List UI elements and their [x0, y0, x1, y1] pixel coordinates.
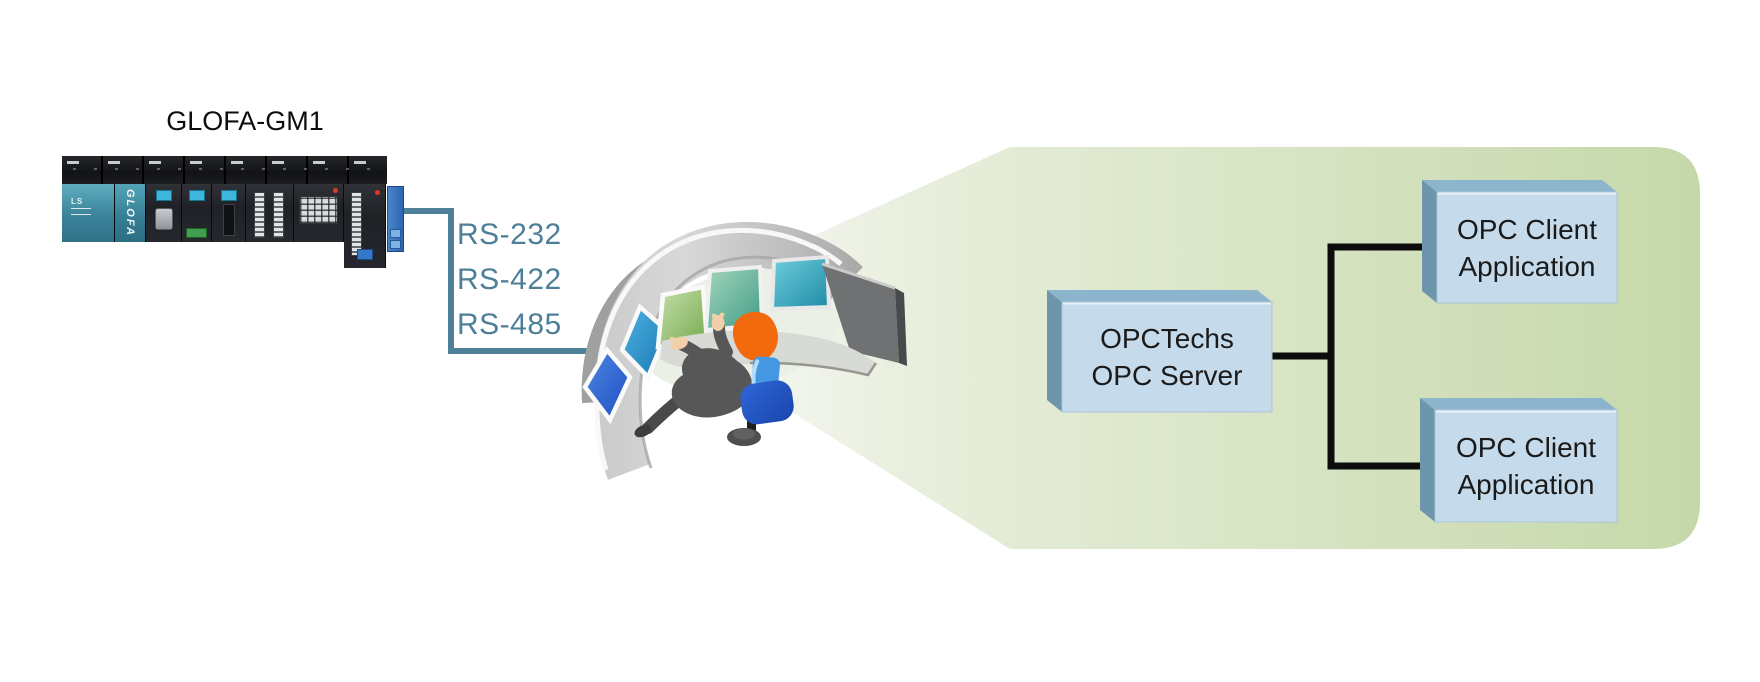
- serial-connector-line: [403, 208, 601, 354]
- plc-io-module-3: [246, 184, 294, 242]
- monitor-5: [769, 254, 832, 312]
- plc-cpu-module: GLOFA: [115, 184, 146, 242]
- plc-io-module-4: [294, 184, 344, 242]
- plc-device: LS GLOFA: [62, 156, 404, 268]
- control-room-illustration: [581, 221, 907, 480]
- status-led: [375, 190, 380, 195]
- plc-cpu-label: GLOFA: [124, 189, 136, 237]
- plc-power-module: LS: [62, 184, 115, 242]
- operator-left-hand: [672, 336, 688, 350]
- monitor-1: [582, 346, 633, 425]
- opc-client-1-label: OPC Client Application: [1456, 213, 1598, 282]
- opc-server-box: [1047, 290, 1273, 413]
- console-end-panel: [821, 262, 907, 366]
- opc-client-box-1: [1422, 180, 1618, 304]
- plc-io-module-1: [182, 184, 212, 242]
- serial-label-rs485: RS-485: [457, 308, 562, 341]
- status-led: [333, 188, 338, 193]
- operator-chair: [727, 356, 794, 446]
- plc-end-module: [344, 184, 386, 268]
- opc-client-2-label: OPC Client Application: [1455, 432, 1597, 500]
- operator-hair: [732, 311, 778, 361]
- plc-io-module-2: [212, 184, 246, 242]
- monitor-2: [619, 303, 670, 382]
- operator-right-hand: [711, 315, 725, 331]
- plc-title: GLOFA-GM1: [166, 106, 324, 136]
- opc-connector-lines: [1272, 243, 1440, 470]
- plc-end-connector: [387, 186, 404, 252]
- serial-label-rs422: RS-422: [457, 263, 562, 296]
- opc-server-label: OPCTechs OPC Server: [1091, 323, 1243, 391]
- plc-brand-logo: LS: [71, 197, 84, 206]
- plc-comm-module: [146, 184, 182, 242]
- serial-label-rs232: RS-232: [457, 218, 562, 251]
- serial-port-connector: [154, 208, 173, 230]
- operator-figure: [634, 311, 778, 438]
- plc-top-rail: [62, 156, 387, 184]
- plc-module-row: LS GLOFA: [62, 184, 386, 268]
- opc-client-box-2: [1420, 398, 1618, 523]
